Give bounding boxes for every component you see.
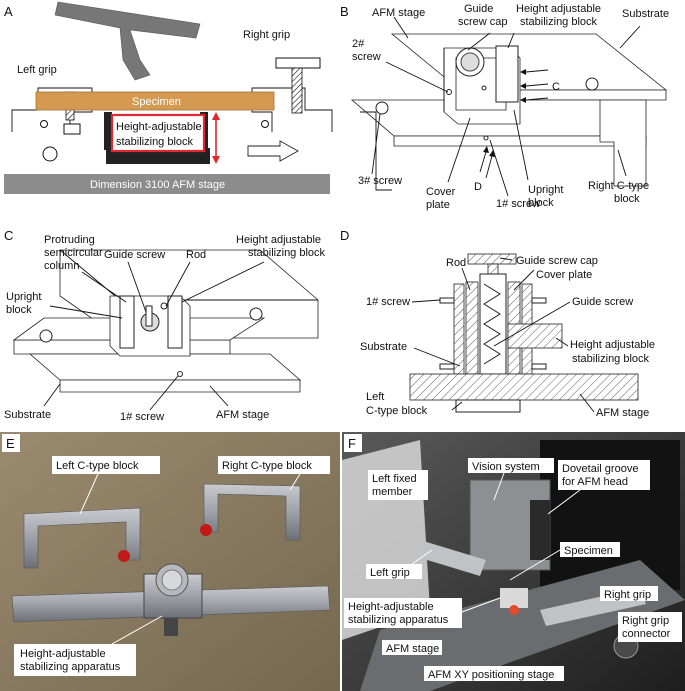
panel-c: C Protruding semicircular column Guide s… (4, 228, 326, 423)
b-substrate-label: Substrate (622, 8, 669, 20)
b-upright-label-2: block (528, 197, 554, 209)
panel-letter-a: A (4, 4, 13, 19)
f-vision-label: Vision system (472, 461, 540, 473)
b-height-block-label-1: Height adjustable (516, 3, 601, 15)
d-screw1-label: 1# screw (366, 296, 410, 308)
c-height-block-label-1: Height adjustable (236, 234, 321, 246)
motion-arrow (247, 140, 299, 162)
f-left-fixed-label-1: Left fixed (372, 473, 417, 485)
c-guide-screw-label: Guide screw (104, 249, 165, 261)
b-afm-stage-label: AFM stage (372, 7, 425, 19)
f-dovetail-label-1: Dovetail groove (562, 463, 638, 475)
c-upright-label-2: block (6, 304, 32, 316)
panel-e: E Left C-type block Right C-type block H… (0, 432, 340, 691)
afm-tip-label-2: tip (151, 51, 163, 63)
c-afm-stage-label: AFM stage (216, 409, 269, 421)
b-d-label: D (474, 181, 482, 193)
d-height-block-label-1: Height adjustable (570, 339, 655, 351)
b-right-c-label-1: Right C-type (588, 180, 649, 192)
b-right-c-label-2: block (614, 193, 640, 205)
f-afm-stage-label: AFM stage (386, 643, 439, 655)
specimen-label: Specimen (132, 96, 181, 108)
f-apparatus-label-2: stabilizing apparatus (348, 614, 449, 626)
photo-left-c-block (23, 507, 141, 569)
f-apparatus-label-1: Height-adjustable (348, 601, 434, 613)
b-screw3-label: 3# screw (358, 175, 402, 187)
left-grip-label: Left grip (17, 64, 57, 76)
d-left-c-label-2: C-type block (366, 405, 428, 417)
panel-letter-e: E (6, 436, 15, 451)
f-dovetail-label-2: for AFM head (562, 476, 628, 488)
d-cover-label: Cover plate (536, 269, 592, 281)
e-right-c-label: Right C-type block (222, 460, 312, 472)
b-screw2-label-2: screw (352, 51, 381, 63)
b-cover-label-2: plate (426, 199, 450, 211)
c-rod-label: Rod (186, 249, 206, 261)
b-screw2-label-1: 2# (352, 38, 365, 50)
specimen-bar (35, 91, 275, 111)
e-apparatus-label-2: stabilizing apparatus (20, 661, 121, 673)
c-height-block-label-2: stabilizing block (248, 247, 326, 259)
b-cover-label-1: Cover (426, 186, 456, 198)
panel-letter-f: F (348, 436, 356, 451)
panel-b: B (340, 3, 669, 211)
b-height-block-label-2: stabilizing block (520, 16, 598, 28)
f-left-fixed-label-2: member (372, 486, 413, 498)
c-protruding-label-3: column (44, 260, 79, 272)
d-arrows (479, 146, 495, 179)
e-left-c-label: Left C-type block (56, 460, 139, 472)
e-apparatus-label-1: Height-adjustable (20, 648, 106, 660)
stabilizing-block-shape: Height-adjustable stabilizing block (104, 112, 220, 164)
right-grip-label: Right grip (243, 29, 290, 41)
f-right-grip-label: Right grip (604, 589, 651, 601)
d-height-block-label-2: stabilizing block (572, 353, 650, 365)
c-arrows (520, 69, 549, 103)
afm-stage-bar (4, 174, 330, 194)
d-left-c-label-1: Left (366, 391, 384, 403)
afm-stage-label: Dimension 3100 AFM stage (90, 179, 225, 191)
height-block-label-1: Height-adjustable (116, 121, 202, 133)
height-block-label-2: stabilizing block (116, 136, 194, 148)
b-c-label: C (552, 81, 560, 93)
photo-apparatus (143, 563, 203, 636)
f-right-connector-label-1: Right grip (622, 615, 669, 627)
b-cap-label-1: Guide (464, 3, 493, 15)
d-guide-screw-label: Guide screw (572, 296, 633, 308)
afm-tip-shape: AFM tip (54, 1, 201, 81)
c-protruding-label-1: Protruding (44, 234, 95, 246)
c-protruding-label-2: semicircular (44, 247, 103, 259)
d-cap-label: Guide screw cap (516, 255, 598, 267)
d-rod-label: Rod (446, 257, 466, 269)
afm-tip-label-1: AFM (147, 37, 170, 49)
b-cap-label-2: screw cap (458, 16, 508, 28)
f-specimen-label: Specimen (564, 545, 613, 557)
panel-a: A AFM tip Left grip Right grip Specimen (4, 1, 333, 194)
d-afm-stage-label: AFM stage (596, 407, 649, 419)
f-right-connector-label-2: connector (622, 628, 671, 640)
b-upright-label-1: Upright (528, 184, 563, 196)
panel-letter-b: B (340, 4, 349, 19)
b-screw1-label: 1# screw (496, 198, 540, 210)
c-upright-label-1: Upright (6, 291, 41, 303)
panel-f: F Vision system Dovetail groove for AFM … (342, 432, 685, 691)
f-xy-stage-label: AFM XY positioning stage (428, 669, 554, 681)
right-grip-shape (251, 57, 333, 132)
f-left-grip-label: Left grip (370, 567, 410, 579)
panel-letter-c: C (4, 228, 13, 243)
c-screw1-label: 1# screw (120, 411, 164, 423)
c-substrate-label: Substrate (4, 409, 51, 421)
panel-d: D Rod Guide screw cap Cover plate (340, 228, 655, 419)
d-substrate-label: Substrate (360, 341, 407, 353)
panel-letter-d: D (340, 228, 349, 243)
